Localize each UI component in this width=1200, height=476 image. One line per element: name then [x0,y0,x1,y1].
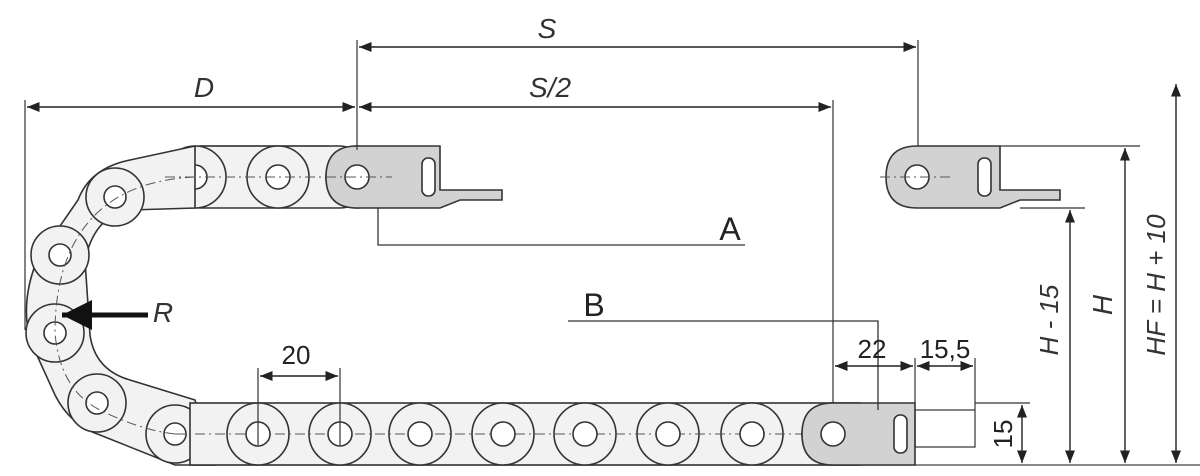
lower-chain-run [175,402,865,466]
label-A: A [719,211,741,247]
label-bracket-ext: 15,5 [920,334,971,364]
dimension-bracket-height: 15 [975,402,1030,463]
label-bracket-height: 15 [988,420,1018,449]
dimension-H-minus: H - 15 [1020,207,1085,463]
label-D: D [194,72,214,103]
dimension-S-half: S/2 [359,72,834,403]
dimension-S: S [356,13,919,150]
dimension-H: H [1000,145,1140,463]
dimension-HF: HF = H + 10 [1141,84,1182,463]
label-pitch: 20 [282,340,311,370]
leader-A: A [377,208,745,247]
label-HF: HF = H + 10 [1141,214,1171,356]
dimension-bracket-width: 22 15,5 [835,334,976,410]
label-H: H [1087,294,1118,315]
fixed-lower-bracket [801,402,976,466]
label-S-half: S/2 [529,72,571,103]
label-H-minus: H - 15 [1034,284,1064,355]
fixed-upper-bracket [880,145,1061,209]
dimension-D: D [24,72,355,330]
bend-chain-section [25,145,217,466]
radius-indicator: R [62,297,173,330]
moving-end-bracket [325,145,503,209]
label-R: R [153,297,173,328]
leader-B: B [568,287,879,410]
label-bracket-width: 22 [858,334,887,364]
label-S: S [538,13,557,44]
dimension-pitch: 20 [257,340,341,445]
label-B: B [583,287,604,323]
